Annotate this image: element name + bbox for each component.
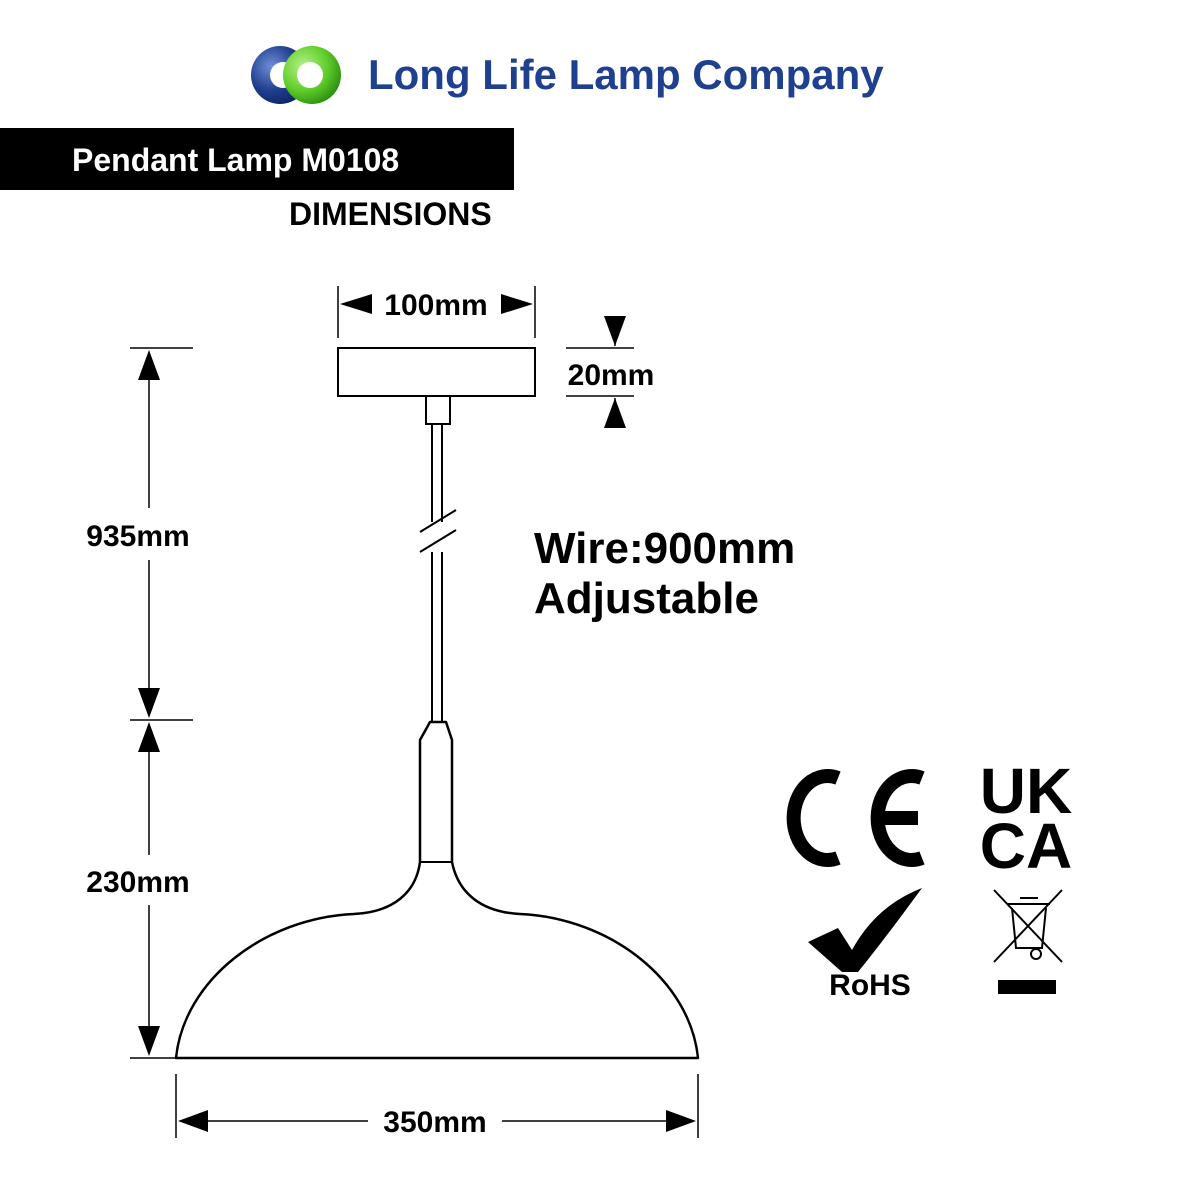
arrow-up-icon bbox=[138, 350, 160, 380]
dim-shade-diameter-label: 350mm bbox=[383, 1106, 486, 1139]
weee-bin-icon bbox=[993, 889, 1063, 963]
dim-shade-diameter bbox=[175, 1074, 699, 1138]
cord-grip-shape bbox=[425, 395, 451, 425]
ukca-mark-top: UK bbox=[980, 755, 1072, 827]
weee-bar-shape bbox=[998, 980, 1056, 994]
product-title-bar: Pendant Lamp M0108 bbox=[0, 128, 514, 190]
rohs-label: RoHS bbox=[829, 969, 911, 1002]
arrow-left-icon bbox=[178, 1110, 208, 1132]
dim-canopy-width-label: 100mm bbox=[384, 289, 487, 322]
dim-canopy-height-label: 20mm bbox=[568, 359, 655, 392]
arrow-down-icon bbox=[138, 688, 160, 718]
ce-mark-text: CE bbox=[858, 819, 860, 821]
dim-drop-upper-label: 935mm bbox=[86, 520, 189, 553]
arrow-up-icon bbox=[604, 398, 626, 428]
wire-length-label: Wire:900mm bbox=[534, 524, 796, 573]
dim-vertical bbox=[130, 347, 193, 1059]
wire-adjustable-label: Adjustable bbox=[534, 574, 759, 623]
company-name: Long Life Lamp Company bbox=[368, 51, 884, 98]
dim-drop-lower-label: 230mm bbox=[86, 866, 189, 899]
wire-shape bbox=[419, 424, 457, 722]
canopy-shape bbox=[337, 347, 536, 397]
shade-shape bbox=[174, 720, 700, 1060]
arrow-down-icon bbox=[138, 1026, 160, 1056]
arrow-up-icon bbox=[138, 722, 160, 752]
arrow-down-icon bbox=[604, 316, 626, 346]
arrow-right-icon bbox=[666, 1110, 696, 1132]
brand-header: Long Life Lamp Company bbox=[250, 40, 884, 110]
rohs-check-icon bbox=[808, 888, 922, 972]
section-label: DIMENSIONS bbox=[289, 196, 492, 232]
arrow-right-icon bbox=[501, 294, 533, 314]
company-logo-icon bbox=[251, 46, 341, 104]
ce-mark-icon bbox=[786, 769, 925, 867]
wire-note: Wire:900mm Adjustable bbox=[534, 524, 795, 624]
product-title: Pendant Lamp M0108 bbox=[72, 142, 400, 178]
ukca-mark-bottom: CA bbox=[980, 810, 1072, 882]
arrow-left-icon bbox=[340, 294, 372, 314]
dim-canopy-width bbox=[337, 286, 536, 338]
